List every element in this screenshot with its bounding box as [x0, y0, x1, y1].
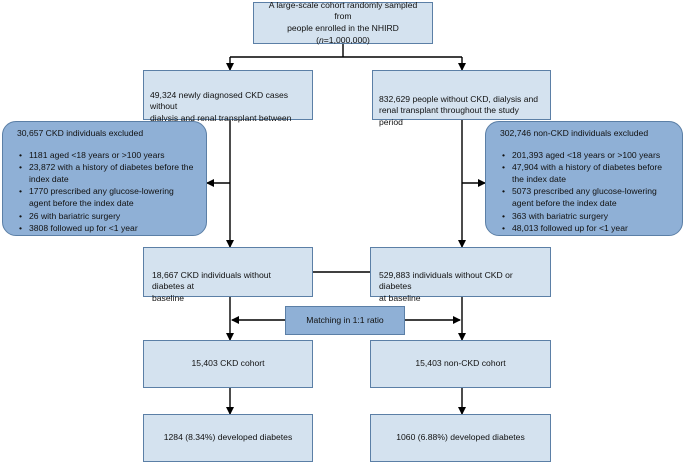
- list-item: 47,904 with a history of diabetes before…: [502, 162, 672, 185]
- list-item: 201,393 aged <18 years or >100 years: [502, 150, 672, 162]
- ckd-diabetes-box: 1284 (8.34%) developed diabetes: [143, 414, 313, 462]
- list-item: 48,013 followed up for <1 year: [502, 223, 672, 235]
- non-ckd-baseline-box: 529,883 individuals without CKD or diabe…: [370, 247, 551, 303]
- non-ckd-excluded-list: 201,393 aged <18 years or >100 years 47,…: [500, 150, 672, 235]
- list-item: 1181 aged <18 years or >100 years: [19, 150, 196, 162]
- ckd-excluded-list: 1181 aged <18 years or >100 years 23,872…: [17, 150, 196, 235]
- matching-text: Matching in 1:1 ratio: [306, 314, 384, 325]
- list-item: 26 with bariatric surgery: [19, 211, 196, 223]
- list-item: 23,872 with a history of diabetes before…: [19, 162, 196, 185]
- ckd-cases-box: 49,324 newly diagnosed CKD cases without…: [143, 70, 313, 146]
- ckd-excluded-box: 30,657 CKD individuals excluded 1181 age…: [2, 121, 207, 236]
- list-item: 3808 followed up for <1 year: [19, 223, 196, 235]
- non-ckd-people-box: 832,629 people without CKD, dialysis and…: [372, 70, 551, 127]
- ckd-cohort-box: 15,403 CKD cohort: [143, 340, 313, 388]
- ckd-cohort-text: 15,403 CKD cohort: [191, 358, 265, 369]
- non-ckd-cohort-box: 15,403 non-CKD cohort: [370, 340, 551, 388]
- non-ckd-diabetes-box: 1060 (6.88%) developed diabetes: [370, 414, 551, 462]
- non-ckd-excluded-title: 302,746 non-CKD individuals excluded: [500, 128, 649, 138]
- ckd-baseline-box: 18,667 CKD individuals without diabetes …: [143, 247, 313, 303]
- list-item: 5073 prescribed any glucose-lowering age…: [502, 186, 672, 209]
- source-cohort-box: A large-scale cohort randomly sampled fr…: [253, 0, 433, 45]
- list-item: 1770 prescribed any glucose-lowering age…: [19, 186, 196, 209]
- ckd-baseline-text: 18,667 CKD individuals without diabetes …: [152, 269, 271, 303]
- non-ckd-diabetes-text: 1060 (6.88%) developed diabetes: [396, 432, 525, 443]
- ckd-excluded-title: 30,657 CKD individuals excluded: [17, 128, 144, 138]
- non-ckd-baseline-text: 529,883 individuals without CKD or diabe…: [379, 269, 513, 303]
- non-ckd-excluded-box: 302,746 non-CKD individuals excluded 201…: [485, 121, 683, 236]
- ckd-diabetes-text: 1284 (8.34%) developed diabetes: [163, 432, 293, 443]
- non-ckd-people-text: 832,629 people without CKD, dialysis and…: [379, 93, 539, 127]
- source-line-2: people enrolled in the NHIRD: [287, 23, 399, 33]
- non-ckd-cohort-text: 15,403 non-CKD cohort: [415, 358, 506, 369]
- list-item: 363 with bariatric surgery: [502, 211, 672, 223]
- source-line-3: (n=1,000,000): [316, 34, 370, 45]
- matching-box: Matching in 1:1 ratio: [285, 306, 405, 335]
- source-line-1: A large-scale cohort randomly sampled fr…: [268, 0, 418, 22]
